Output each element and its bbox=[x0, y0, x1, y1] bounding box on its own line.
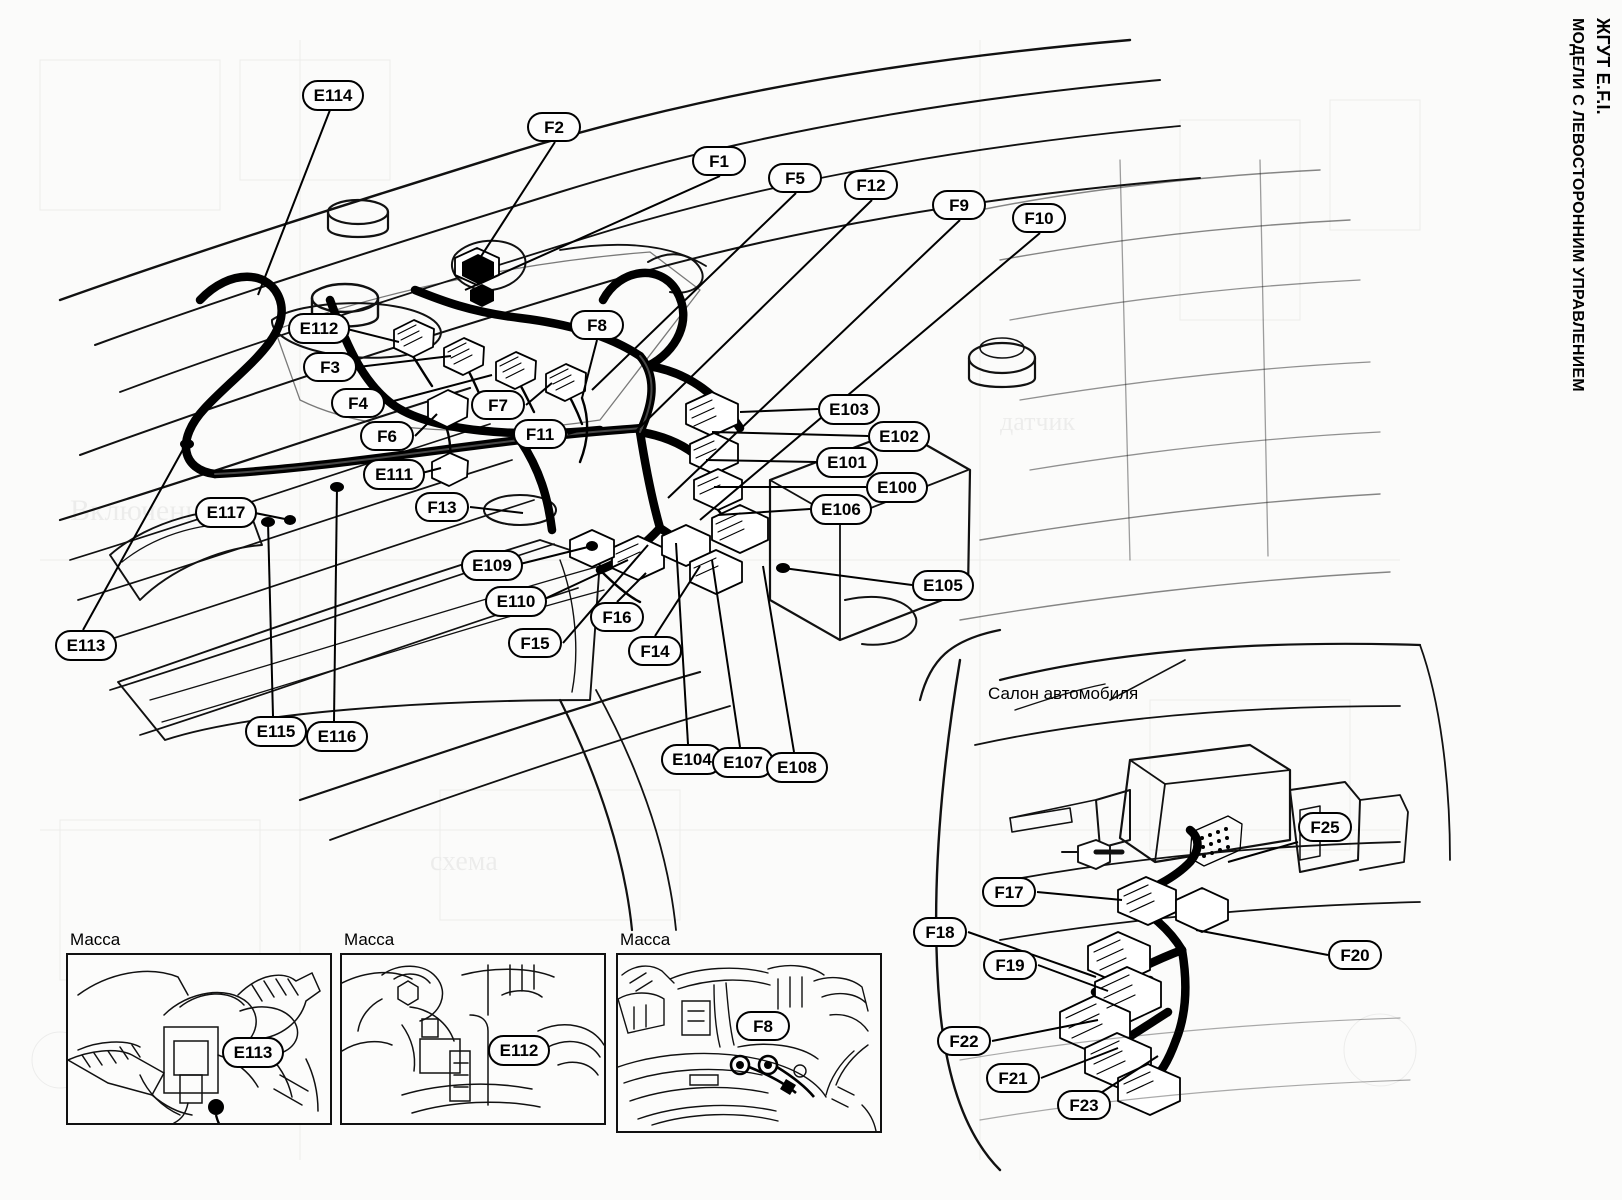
callout-e108[interactable]: E108 bbox=[766, 752, 828, 783]
leader-line-e104 bbox=[676, 543, 688, 744]
ground-panel-3: F8 bbox=[616, 953, 882, 1133]
callout-f19[interactable]: F19 bbox=[983, 950, 1037, 980]
leader-line-f7 bbox=[526, 383, 552, 405]
callout-e117[interactable]: E117 bbox=[195, 497, 257, 528]
leader-line-f17 bbox=[1037, 892, 1122, 900]
svg-text:датчик: датчик bbox=[1000, 407, 1075, 436]
callout-f1[interactable]: F1 bbox=[692, 146, 746, 176]
leader-line-e107 bbox=[712, 560, 740, 747]
callout-f21[interactable]: F21 bbox=[986, 1063, 1040, 1093]
leader-line-f8 bbox=[582, 340, 597, 398]
leader-line-e115 bbox=[268, 522, 273, 716]
callout-f11[interactable]: F11 bbox=[513, 419, 567, 449]
leader-line-f1 bbox=[465, 176, 720, 290]
leader-line-f2 bbox=[480, 142, 555, 258]
ground-panel-3-drawing bbox=[618, 964, 877, 1131]
callout-f23[interactable]: F23 bbox=[1057, 1090, 1111, 1120]
leader-line-f14 bbox=[655, 566, 700, 636]
callout-e115[interactable]: E115 bbox=[245, 716, 307, 747]
ground-panel-2-label[interactable]: E112 bbox=[488, 1035, 550, 1066]
leader-line-f21 bbox=[1041, 1048, 1118, 1078]
callout-e112[interactable]: E112 bbox=[288, 313, 350, 344]
leader-line-f9 bbox=[668, 220, 960, 498]
callout-e101[interactable]: E101 bbox=[816, 447, 878, 478]
leader-line-f19 bbox=[1038, 965, 1108, 991]
cabin-section-caption: Салон автомобиля bbox=[988, 684, 1139, 703]
ground-panel-3-caption: Масса bbox=[620, 930, 671, 949]
ground-panel-2-caption: Масса bbox=[344, 930, 395, 949]
leader-line-f13 bbox=[470, 507, 523, 513]
leader-line-f11 bbox=[568, 428, 588, 434]
leader-line-e103 bbox=[740, 409, 818, 412]
callout-f6[interactable]: F6 bbox=[360, 421, 414, 451]
callout-f9[interactable]: F9 bbox=[932, 190, 986, 220]
leader-line-f25 bbox=[1228, 842, 1298, 862]
callout-f17[interactable]: F17 bbox=[982, 877, 1036, 907]
page-title-vertical: ЖГУТ E.F.I. МОДЕЛИ С ЛЕВОСТОРОННИМ УПРАВ… bbox=[1496, 8, 1616, 478]
callout-f10[interactable]: F10 bbox=[1012, 203, 1066, 233]
leader-line-f15 bbox=[563, 545, 648, 643]
leader-line-e116 bbox=[334, 487, 337, 721]
leader-line-e110 bbox=[540, 560, 628, 601]
leader-line-e101 bbox=[706, 460, 816, 462]
leader-line-f6 bbox=[415, 414, 437, 436]
callout-e110[interactable]: E110 bbox=[485, 586, 547, 617]
page-title-line1: ЖГУТ E.F.I. bbox=[1593, 18, 1613, 115]
ground-panel-2-drawing bbox=[342, 964, 604, 1114]
callout-f4[interactable]: F4 bbox=[331, 388, 385, 418]
callout-f14[interactable]: F14 bbox=[628, 636, 682, 666]
callout-e113[interactable]: E113 bbox=[55, 630, 117, 661]
ground-panel-3-label[interactable]: F8 bbox=[736, 1011, 790, 1041]
callout-f25[interactable]: F25 bbox=[1298, 812, 1352, 842]
ground-panel-1: E113 bbox=[66, 953, 332, 1125]
leader-line-e109 bbox=[516, 546, 592, 565]
ground-panel-1-drawing bbox=[68, 970, 321, 1123]
leader-line-f10 bbox=[700, 233, 1040, 520]
leader-line-e112 bbox=[343, 328, 399, 342]
callout-e109[interactable]: E109 bbox=[461, 550, 523, 581]
callout-f22[interactable]: F22 bbox=[937, 1026, 991, 1056]
callout-e105[interactable]: E105 bbox=[912, 570, 974, 601]
ground-panel-2: E112 bbox=[340, 953, 606, 1125]
callout-f7[interactable]: F7 bbox=[471, 390, 525, 420]
leader-line-e106 bbox=[718, 509, 810, 515]
leader-line-f20 bbox=[1196, 930, 1328, 955]
callout-f18[interactable]: F18 bbox=[913, 917, 967, 947]
callout-e116[interactable]: E116 bbox=[306, 721, 368, 752]
callout-f2[interactable]: F2 bbox=[527, 112, 581, 142]
leader-line-f4 bbox=[386, 375, 492, 403]
leader-line-f3 bbox=[358, 356, 451, 367]
leader-line-f23 bbox=[1093, 1056, 1158, 1098]
ground-panel-1-caption: Масса bbox=[70, 930, 121, 949]
callout-e102[interactable]: E102 bbox=[868, 421, 930, 452]
callout-e100[interactable]: E100 bbox=[866, 472, 928, 503]
callout-e106[interactable]: E106 bbox=[810, 494, 872, 525]
leader-line-e105 bbox=[783, 568, 912, 585]
page-title-line2: МОДЕЛИ С ЛЕВОСТОРОННИМ УПРАВЛЕНИЕМ bbox=[1569, 18, 1586, 392]
callout-f15[interactable]: F15 bbox=[508, 628, 562, 658]
leader-line-e113 bbox=[83, 444, 186, 630]
callout-f16[interactable]: F16 bbox=[590, 602, 644, 632]
leader-line-f22 bbox=[992, 1020, 1098, 1041]
callout-f13[interactable]: F13 bbox=[415, 492, 469, 522]
leader-line-e114 bbox=[258, 110, 330, 295]
callout-e111[interactable]: E111 bbox=[363, 459, 425, 490]
leader-line-e108 bbox=[763, 566, 794, 752]
callout-f3[interactable]: F3 bbox=[303, 352, 357, 382]
leader-line-f16 bbox=[617, 573, 646, 602]
leader-line-e102 bbox=[712, 432, 868, 436]
ground-panel-1-label[interactable]: E113 bbox=[222, 1037, 284, 1068]
callout-f8[interactable]: F8 bbox=[570, 310, 624, 340]
leader-line-f12 bbox=[637, 200, 872, 430]
callout-f12[interactable]: F12 bbox=[844, 170, 898, 200]
callout-f5[interactable]: F5 bbox=[768, 163, 822, 193]
callout-e103[interactable]: E103 bbox=[818, 394, 880, 425]
svg-text:схема: схема bbox=[430, 846, 498, 877]
callout-f20[interactable]: F20 bbox=[1328, 940, 1382, 970]
leader-line-f5 bbox=[592, 193, 796, 390]
callout-e114[interactable]: E114 bbox=[302, 80, 364, 111]
callout-e107[interactable]: E107 bbox=[712, 747, 774, 778]
